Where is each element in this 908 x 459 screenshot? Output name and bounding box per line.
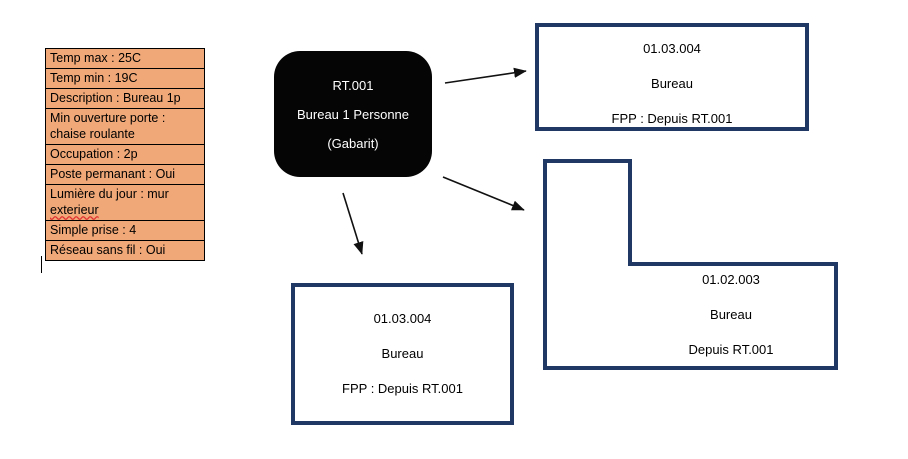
attribute-description: Description : Bureau 1p (45, 88, 205, 109)
room-box-l-shape[interactable] (543, 159, 843, 374)
attribute-min-ouverture-porte: Min ouverture porte : chaise roulante (45, 108, 205, 145)
attribute-occupation: Occupation : 2p (45, 144, 205, 165)
template-node-kind: (Gabarit) (327, 135, 379, 151)
attribute-temp-max: Temp max : 25C (45, 48, 205, 69)
table-row: Temp min : 19C (45, 68, 205, 89)
table-body: Temp max : 25C Temp min : 19C Descriptio… (45, 48, 205, 261)
table-row: Simple prise : 4 (45, 220, 205, 241)
room-attributes-table: Temp max : 25C Temp min : 19C Descriptio… (45, 48, 205, 261)
table-row: Temp max : 25C (45, 48, 205, 69)
attribute-reseau-sans-fil: Réseau sans fil : Oui (45, 240, 205, 261)
table-row: Min ouverture porte : chaise roulante (45, 108, 205, 145)
table-row: Poste permanant : Oui (45, 164, 205, 185)
l-shape-label-group: 01.02.003 Bureau Depuis RT.001 (628, 272, 834, 357)
attribute-lumiere-du-jour-text: Lumière du jour : mur exterieur (50, 187, 169, 217)
room-box-top-right[interactable]: 01.03.004 Bureau FPP : Depuis RT.001 (535, 23, 809, 131)
template-node-name: Bureau 1 Personne (296, 106, 410, 122)
l-shape-outline-icon (543, 159, 838, 370)
arrow-to-top-right (444, 67, 527, 84)
room-box-bottom-center[interactable]: 01.03.004 Bureau FPP : Depuis RT.001 (291, 283, 514, 425)
attribute-lumiere-du-jour: Lumière du jour : mur exterieur (45, 184, 205, 221)
table-tail-line (41, 256, 42, 273)
attribute-simple-prise: Simple prise : 4 (45, 220, 205, 241)
spellcheck-underlined-word: exterieur (50, 203, 99, 217)
room-origin: FPP : Depuis RT.001 (342, 381, 463, 396)
room-code: 01.03.004 (643, 41, 701, 56)
room-code: 01.02.003 (702, 272, 760, 287)
room-code: 01.03.004 (373, 311, 432, 326)
template-node-rt001[interactable]: RT.001 Bureau 1 Personne (Gabarit) (274, 51, 432, 177)
table-row: Occupation : 2p (45, 144, 205, 165)
table-row: Réseau sans fil : Oui (45, 240, 205, 261)
room-type: Bureau (710, 307, 752, 322)
table-row: Description : Bureau 1p (45, 88, 205, 109)
room-origin: FPP : Depuis RT.001 (611, 111, 733, 126)
room-origin: Depuis RT.001 (688, 342, 774, 357)
arrow-to-l-shape (442, 176, 525, 211)
attribute-temp-min: Temp min : 19C (45, 68, 205, 89)
room-type: Bureau (381, 346, 424, 361)
room-type: Bureau (651, 76, 693, 91)
table-row: Lumière du jour : mur exterieur (45, 184, 205, 221)
arrow-to-bottom-center (342, 192, 364, 255)
attribute-poste-permanant: Poste permanant : Oui (45, 164, 205, 185)
template-node-code: RT.001 (332, 77, 374, 93)
